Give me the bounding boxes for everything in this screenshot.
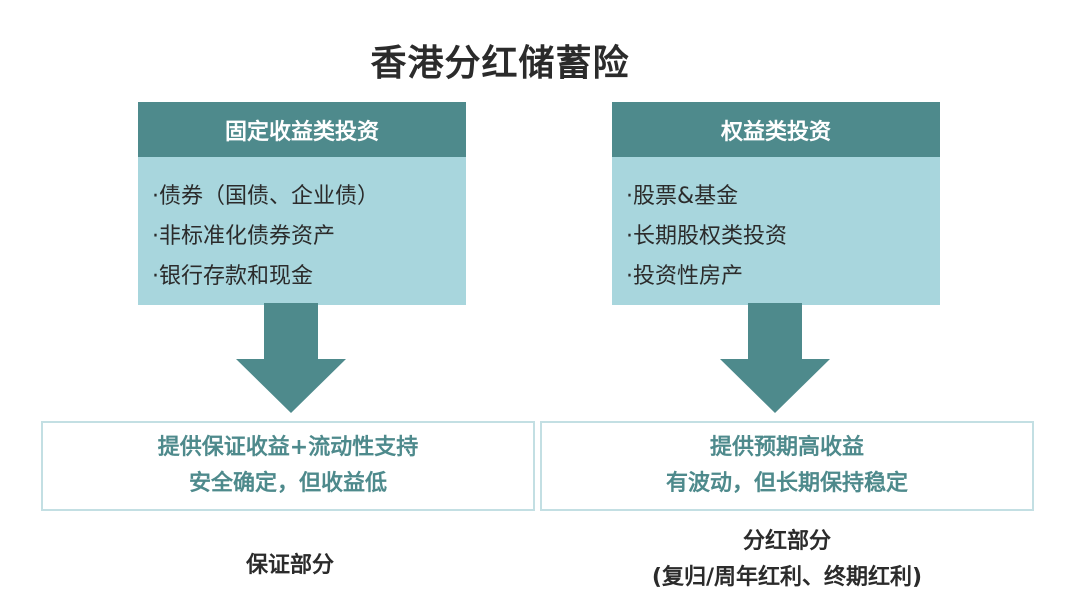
list-item: ·股票&基金 [626,184,739,209]
fixed-income-result-box: 提供保证收益+流动性支持 安全确定，但收益低 [41,421,535,511]
equity-list: ·股票&基金 ·长期股权类投资 ·投资性房产 [612,157,940,305]
equity-header: 权益类投资 [612,102,940,157]
list-item: ·债券（国债、企业债） [152,184,379,209]
fixed-income-list: ·债券（国债、企业债） ·非标准化债券资产 ·银行存款和现金 [138,157,466,305]
caption-line: 分红部分 [742,529,831,554]
diagram-title: 香港分红储蓄险 [370,43,630,84]
result-line: 提供保证收益+流动性支持 [157,435,419,460]
fixed-income-header: 固定收益类投资 [138,102,466,157]
guaranteed-part-caption: 保证部分 [190,548,390,584]
caption-line: (复归/周年红利、终期红利) [651,565,923,590]
result-line: 安全确定，但收益低 [188,471,387,496]
result-line: 提供预期高收益 [709,435,864,460]
result-line: 有波动，但长期保持稳定 [665,471,908,496]
list-item: ·非标准化债券资产 [152,224,335,249]
fixed-income-card: 固定收益类投资 ·债券（国债、企业债） ·非标准化债券资产 ·银行存款和现金 [138,102,466,305]
down-arrow-icon [236,303,346,413]
down-arrow-icon [720,303,830,413]
list-item: ·银行存款和现金 [152,264,313,289]
equity-card: 权益类投资 ·股票&基金 ·长期股权类投资 ·投资性房产 [612,102,940,305]
dividend-part-caption: 分红部分 (复归/周年红利、终期红利) [577,524,997,596]
equity-result-box: 提供预期高收益 有波动，但长期保持稳定 [540,421,1034,511]
list-item: ·长期股权类投资 [626,224,787,249]
caption-line: 保证部分 [245,553,334,578]
list-item: ·投资性房产 [626,264,743,289]
